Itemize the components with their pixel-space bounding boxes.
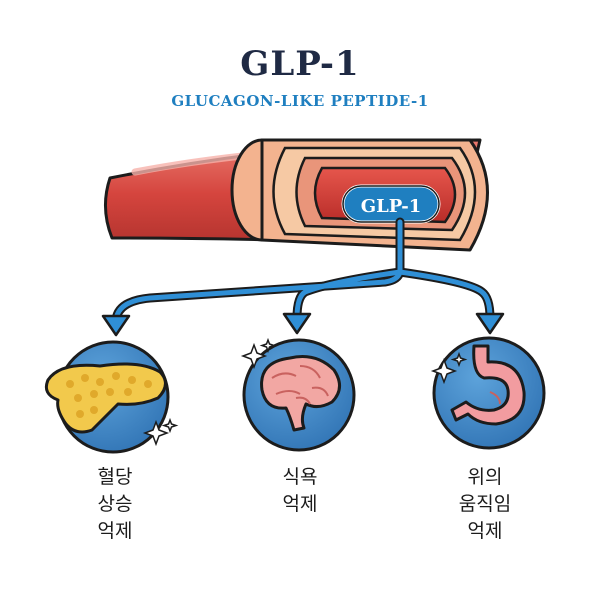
arrowhead-stomach [475, 312, 505, 335]
stomach-circle [432, 336, 546, 450]
blood-vessel [104, 138, 489, 252]
effect-line: 움직임 [458, 493, 512, 515]
page-subtitle: GLUCAGON-LIKE PEPTIDE-1 [171, 92, 429, 110]
stomach-icon [450, 344, 526, 426]
effect-pancreas-label: 혈당 상승 억제 [45, 464, 185, 545]
pancreas-icon [44, 362, 167, 434]
effect-line: 억제 [467, 520, 503, 542]
effect-line: 위의 [467, 466, 503, 488]
effect-brain-label: 식욕 억제 [230, 464, 370, 518]
arrowheads [101, 312, 505, 337]
branch-arrows [111, 217, 495, 325]
effect-line: 혈당 [97, 466, 133, 488]
page-title: GLP-1 [240, 44, 360, 84]
arrowhead-pancreas [101, 314, 131, 337]
effect-line: 억제 [282, 493, 318, 515]
effect-line: 억제 [97, 520, 133, 542]
effect-line: 상승 [97, 493, 133, 515]
sparkle-icons [142, 337, 468, 447]
brain-icon [260, 355, 341, 432]
vessel-glp1-label: GLP-1 [361, 196, 422, 217]
effect-stomach-label: 위의 움직임 억제 [415, 464, 555, 545]
arrowhead-brain [282, 312, 312, 335]
effect-line: 식욕 [282, 466, 318, 488]
